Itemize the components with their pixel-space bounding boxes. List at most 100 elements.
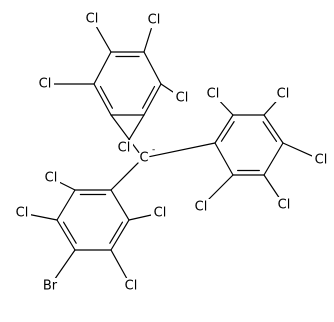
bond-line bbox=[110, 249, 128, 279]
bond-line bbox=[62, 221, 77, 244]
atom-symbol: Cl bbox=[39, 77, 52, 92]
bond-line bbox=[263, 174, 280, 199]
atom-symbol: Cl bbox=[278, 198, 291, 213]
single-bond-24-25 bbox=[56, 189, 76, 221]
single-bond-24-29 bbox=[58, 181, 76, 191]
bond-line bbox=[214, 142, 234, 176]
atom-symbol: Cl bbox=[86, 12, 99, 27]
double-bond-12-13 bbox=[214, 114, 235, 144]
label-background bbox=[42, 170, 60, 186]
label-background bbox=[145, 12, 163, 28]
single-bond-4-9 bbox=[143, 27, 152, 53]
bond-line bbox=[282, 142, 314, 157]
bond-line bbox=[95, 26, 112, 53]
label-background bbox=[274, 86, 292, 102]
cl-atom-label-32: Cl bbox=[122, 278, 140, 294]
atom-symbol: Cl bbox=[16, 206, 29, 221]
single-bond-5-10 bbox=[160, 83, 176, 94]
bond-line bbox=[160, 83, 176, 94]
bond-line bbox=[110, 189, 130, 221]
bond-layer bbox=[30, 26, 314, 280]
single-bond-26-31 bbox=[54, 249, 76, 280]
cl-atom-label-11: Cl bbox=[115, 140, 133, 156]
label-background bbox=[115, 140, 133, 156]
single-bond-0-1 bbox=[110, 114, 140, 153]
atom-symbol: Br bbox=[43, 279, 58, 294]
atom-symbol: Cl bbox=[125, 279, 138, 294]
bond-line bbox=[149, 142, 216, 158]
bond-line bbox=[93, 83, 112, 116]
atom-symbol: Cl bbox=[195, 200, 208, 215]
bond-line bbox=[56, 189, 76, 221]
label-background bbox=[204, 86, 222, 102]
bond-line bbox=[30, 214, 58, 221]
label-background bbox=[122, 278, 140, 294]
cl-atom-label-20: Cl bbox=[312, 152, 330, 168]
bond-line bbox=[110, 162, 139, 191]
single-bond-13-18 bbox=[218, 99, 234, 116]
bond-line bbox=[110, 114, 140, 153]
single-bond-17-12 bbox=[214, 142, 234, 176]
cl-atom-label-29: Cl bbox=[42, 170, 60, 186]
single-bond-25-30 bbox=[30, 214, 58, 221]
cl-atom-label-7: Cl bbox=[36, 76, 54, 92]
bond-line bbox=[143, 83, 162, 116]
bond-line bbox=[93, 51, 112, 85]
bond-line bbox=[54, 249, 76, 280]
double-bond-16-17 bbox=[232, 169, 265, 176]
single-bond-2-3 bbox=[93, 51, 112, 85]
single-bond-14-19 bbox=[263, 100, 278, 116]
bond-line bbox=[220, 121, 235, 142]
bond-line bbox=[214, 114, 234, 144]
bond-line bbox=[99, 85, 113, 109]
bond-line bbox=[110, 219, 130, 251]
bond-line bbox=[58, 181, 76, 191]
cl-atom-label-10: Cl bbox=[173, 90, 191, 106]
bond-line bbox=[142, 85, 156, 109]
label-background bbox=[173, 90, 191, 106]
atom-symbol: Cl bbox=[118, 141, 131, 156]
bond-line bbox=[206, 174, 234, 202]
single-bond-0-12 bbox=[149, 142, 216, 158]
carbanion-carbon-label: C bbox=[139, 151, 148, 166]
atom-symbol: Cl bbox=[315, 153, 328, 168]
atom-symbol: Cl bbox=[154, 206, 167, 221]
label-background bbox=[83, 11, 101, 27]
label-background bbox=[13, 205, 31, 221]
atom-symbol: Cl bbox=[207, 87, 220, 102]
bond-line bbox=[56, 219, 76, 251]
bond-line bbox=[262, 121, 278, 142]
double-bond-5-6 bbox=[142, 83, 162, 116]
single-bond-0-23 bbox=[110, 162, 139, 191]
bond-line bbox=[263, 100, 278, 116]
label-background bbox=[41, 278, 59, 294]
single-bond-28-33 bbox=[128, 214, 152, 221]
bond-line bbox=[263, 142, 284, 176]
label-background bbox=[192, 199, 210, 215]
cl-atom-label-8: Cl bbox=[83, 11, 101, 27]
single-bond-17-22 bbox=[206, 174, 234, 202]
bond-line bbox=[218, 99, 234, 116]
single-bond-27-32 bbox=[110, 249, 128, 279]
single-bond-15-20 bbox=[282, 142, 314, 157]
label-background bbox=[151, 205, 169, 221]
central-carbanion: C - bbox=[139, 145, 155, 166]
bond-line bbox=[109, 221, 124, 244]
bond-line bbox=[263, 114, 284, 144]
double-bond-14-15 bbox=[262, 114, 284, 144]
br-atom-label-31: Br bbox=[41, 278, 59, 294]
single-bond-15-16 bbox=[263, 142, 284, 176]
single-bond-3-8 bbox=[95, 26, 112, 53]
double-bond-25-26 bbox=[56, 219, 77, 251]
cl-atom-label-21: Cl bbox=[275, 197, 293, 213]
cl-atom-label-33: Cl bbox=[151, 205, 169, 221]
single-bond-16-21 bbox=[263, 174, 280, 199]
double-bond-27-28 bbox=[109, 219, 130, 251]
double-bond-1-2 bbox=[93, 83, 113, 116]
atom-symbol: Cl bbox=[45, 171, 58, 186]
single-bond-4-5 bbox=[143, 51, 162, 85]
bond-line bbox=[143, 27, 152, 53]
double-bond-3-4 bbox=[110, 51, 145, 58]
double-bond-23-24 bbox=[74, 189, 112, 196]
